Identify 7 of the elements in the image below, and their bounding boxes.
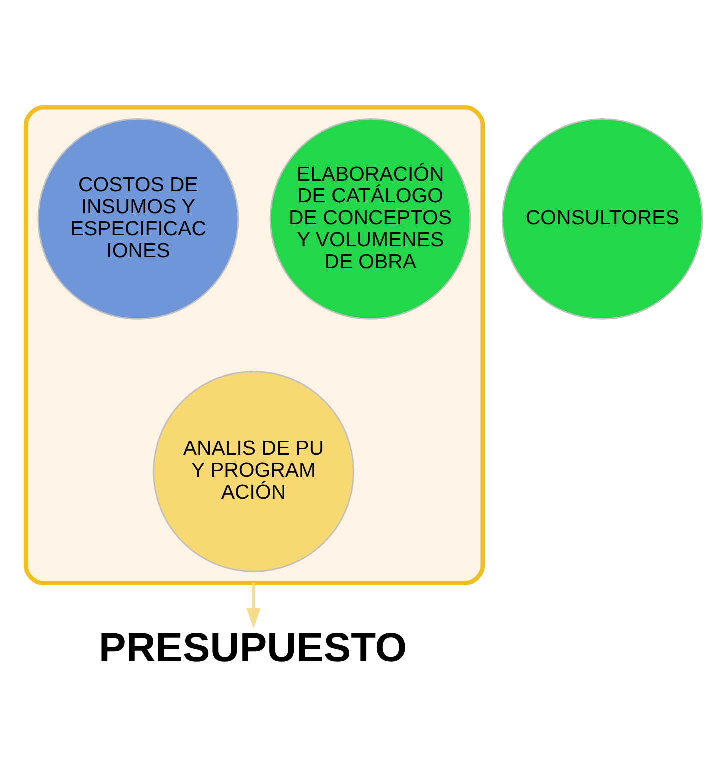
node-circle: ELABORACIÓN DE CATÁLOGO DE CONCEPTOS Y VOLUMENES DE OBRA [270, 118, 472, 320]
node-circle: COSTOS DE INSUMOS Y ESPECIFICAC IONES [38, 118, 240, 320]
arrow [246, 582, 261, 628]
node-circle: CONSULTORES [502, 118, 704, 320]
node-text: PRESUPUESTO [99, 624, 408, 670]
cluster [24, 104, 486, 586]
node-circle: ANALIS DE PU Y PROGRAM ACIÓN [153, 370, 354, 572]
